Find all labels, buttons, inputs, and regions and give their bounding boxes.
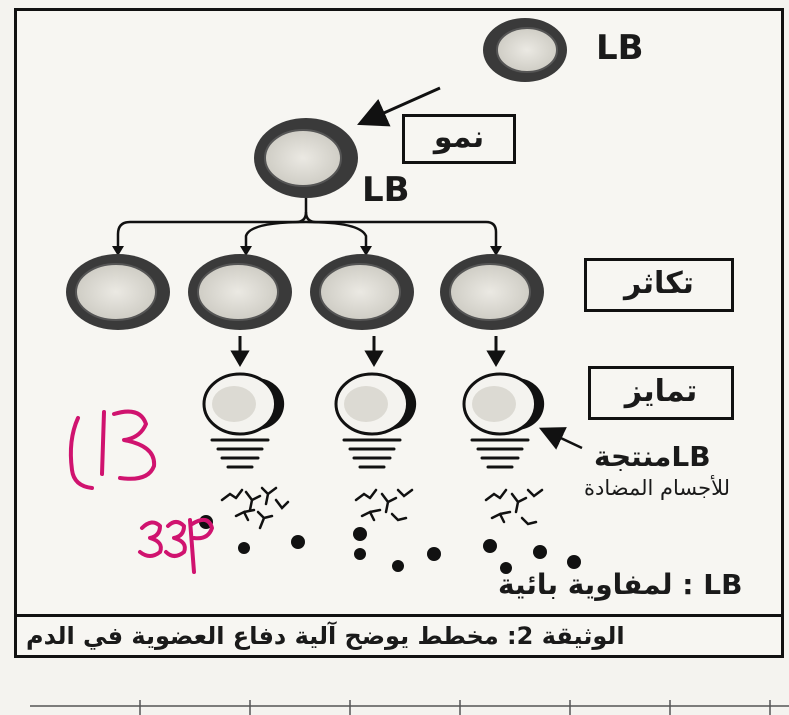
secretion-lines [210, 438, 530, 469]
label-differentiation: تمايز [588, 366, 734, 420]
label-lb-top: LB [596, 28, 644, 68]
lb-cell-prolif-4 [440, 254, 544, 330]
diagram-frame [14, 8, 784, 658]
antibodies [220, 486, 544, 530]
branch-tree [116, 198, 498, 250]
branch-arrowheads [112, 246, 502, 256]
lb-cell-grown [254, 118, 358, 198]
legend-lb: LB : لمفاوية بائية [498, 568, 743, 601]
lb-cell-prolif-3 [310, 254, 414, 330]
caption: الوثيقة 2: مخطط يوضح آلية دفاع العضوية ف… [26, 622, 625, 650]
label-producer-line1: LBمنتجة [594, 440, 711, 473]
label-lb-mid: LB [362, 170, 410, 210]
arrow-growth [357, 86, 441, 127]
lb-cell-prolif-2 [188, 254, 292, 330]
lb-cell-top [483, 18, 567, 82]
handwritten-3p [138, 517, 214, 574]
label-growth: نمو [402, 114, 516, 164]
handwritten-lb [68, 409, 157, 490]
plasma-cell-2 [334, 372, 417, 436]
label-producer-line2: للأجسام المضادة [584, 476, 731, 500]
arrow-producer [538, 427, 583, 450]
lb-cell-prolif-1 [66, 254, 170, 330]
plasma-cell-1 [202, 372, 285, 436]
caption-box [14, 614, 784, 658]
arrows-differentiation [230, 336, 506, 367]
label-proliferation: تكاثر [584, 258, 734, 312]
plasma-cell-3 [462, 372, 545, 436]
